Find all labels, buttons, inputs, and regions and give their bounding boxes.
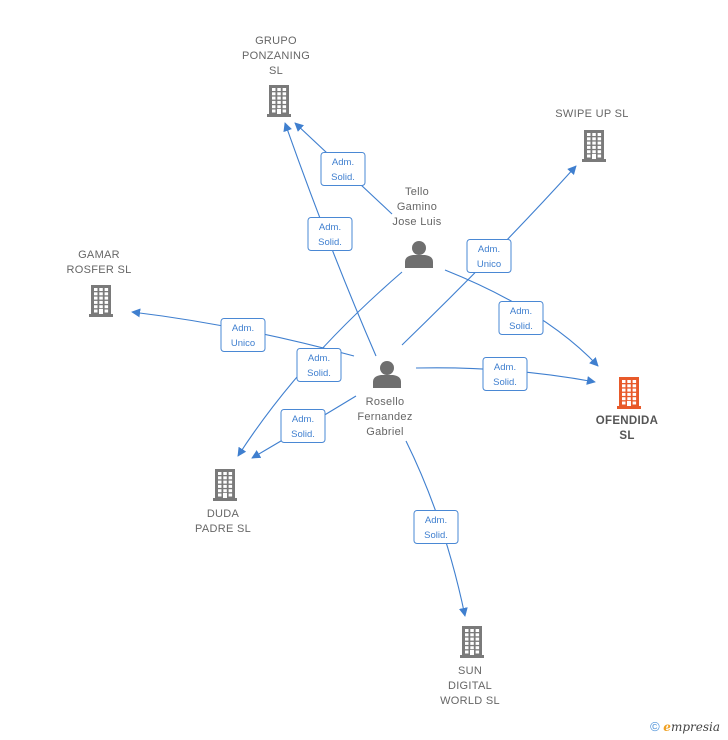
person-icon xyxy=(405,241,433,268)
node-label: Rosello xyxy=(366,396,405,408)
edge-label-text: Adm. xyxy=(308,353,330,364)
edge-label-tello-ofendida[interactable]: Adm. Solid. xyxy=(498,301,544,335)
node-label: Fernandez xyxy=(357,411,412,423)
node-label: SL xyxy=(619,430,634,442)
node-label: GAMAR xyxy=(78,249,120,261)
person-icon xyxy=(373,361,401,388)
brand-logo[interactable]: empresia xyxy=(663,720,720,734)
edge-label-text: Adm. xyxy=(425,515,447,526)
edge-label-tello-swipe[interactable]: Adm. Unico xyxy=(466,239,512,273)
building-icon xyxy=(460,626,484,658)
node-label: Gamino xyxy=(397,201,437,213)
edge-label-box xyxy=(296,348,342,382)
edge-label-text: Solid. xyxy=(331,172,355,183)
node-sun[interactable]: SUN DIGITAL WORLD SL xyxy=(440,626,500,707)
edge-label-box xyxy=(498,301,544,335)
node-label: PONZANING xyxy=(242,50,310,62)
node-swipe[interactable]: SWIPE UP SL xyxy=(555,108,628,162)
edge-label-rosello-grupo[interactable]: Adm. Solid. xyxy=(307,217,353,251)
edge-label-tello-grupo[interactable]: Adm. Solid. xyxy=(320,152,366,186)
edge-label-tello-duda[interactable]: Adm. Solid. xyxy=(296,348,342,382)
edge-label-text: Solid. xyxy=(493,377,517,388)
edge-label-text: Solid. xyxy=(307,368,331,379)
building-icon xyxy=(582,130,606,162)
node-label: ROSFER SL xyxy=(66,264,131,276)
node-label: Gabriel xyxy=(366,426,404,438)
node-label: DUDA xyxy=(207,508,240,520)
node-label: PADRE SL xyxy=(195,523,251,535)
node-label: OFENDIDA xyxy=(596,415,658,427)
edge-label-text: Adm. xyxy=(292,414,314,425)
node-label: SL xyxy=(269,65,283,77)
node-label: SUN xyxy=(458,665,482,677)
edge-label-rosello-duda[interactable]: Adm. Solid. xyxy=(280,409,326,443)
edges-layer xyxy=(131,122,599,617)
edge-label-box xyxy=(482,357,528,391)
copyright-symbol: © xyxy=(650,719,660,734)
edge-label-text: Solid. xyxy=(509,321,533,332)
node-label: Jose Luis xyxy=(392,216,441,228)
edge-label-text: Adm. xyxy=(319,222,341,233)
building-icon xyxy=(89,285,113,317)
edge-label-text: Solid. xyxy=(318,237,342,248)
edge-label-box xyxy=(280,409,326,443)
edge-label-text: Solid. xyxy=(424,530,448,541)
brand-name: mpresia xyxy=(670,720,720,734)
edge-label-text: Adm. xyxy=(510,306,532,317)
edge-label-box xyxy=(307,217,353,251)
node-grupo[interactable]: GRUPO PONZANING SL xyxy=(242,35,310,117)
node-ofendida[interactable]: OFENDIDA SL xyxy=(596,377,658,442)
edge-label-box xyxy=(413,510,459,544)
edge-label-rosello-ofendida[interactable]: Adm. Solid. xyxy=(482,357,528,391)
node-label: WORLD SL xyxy=(440,695,500,707)
node-label: SWIPE UP SL xyxy=(555,108,628,120)
edge-label-text: Adm. xyxy=(494,362,516,373)
node-duda[interactable]: DUDA PADRE SL xyxy=(195,469,251,535)
node-gamar[interactable]: GAMAR ROSFER SL xyxy=(66,249,131,317)
edge-label-rosello-gamar[interactable]: Adm. Unico xyxy=(220,318,266,352)
edge-labels-layer: Adm.Solid.Adm.Solid.Adm.UnicoAdm.Solid.A… xyxy=(220,152,544,544)
edge-label-rosello-sun[interactable]: Adm. Solid. xyxy=(413,510,459,544)
edge-label-text: Adm. xyxy=(232,323,254,334)
edge-label-text: Unico xyxy=(477,259,501,270)
edge-label-text: Solid. xyxy=(291,429,315,440)
edge-label-text: Adm. xyxy=(478,244,500,255)
node-label: Tello xyxy=(405,186,429,198)
nodes-layer: GRUPO PONZANING SL SWIPE UP SL GAMAR ROSFER S… xyxy=(66,35,658,707)
building-icon xyxy=(267,85,291,117)
building-icon xyxy=(213,469,237,501)
edge-label-text: Unico xyxy=(231,338,255,349)
footer-credit: © empresia xyxy=(650,719,720,734)
edge-label-box xyxy=(220,318,266,352)
edge-label-box xyxy=(466,239,512,273)
edge-label-box xyxy=(320,152,366,186)
edge-label-text: Adm. xyxy=(332,157,354,168)
brand-initial: e xyxy=(663,720,671,734)
node-label: GRUPO xyxy=(255,35,297,47)
building-icon xyxy=(617,377,641,409)
node-label: DIGITAL xyxy=(448,680,492,692)
